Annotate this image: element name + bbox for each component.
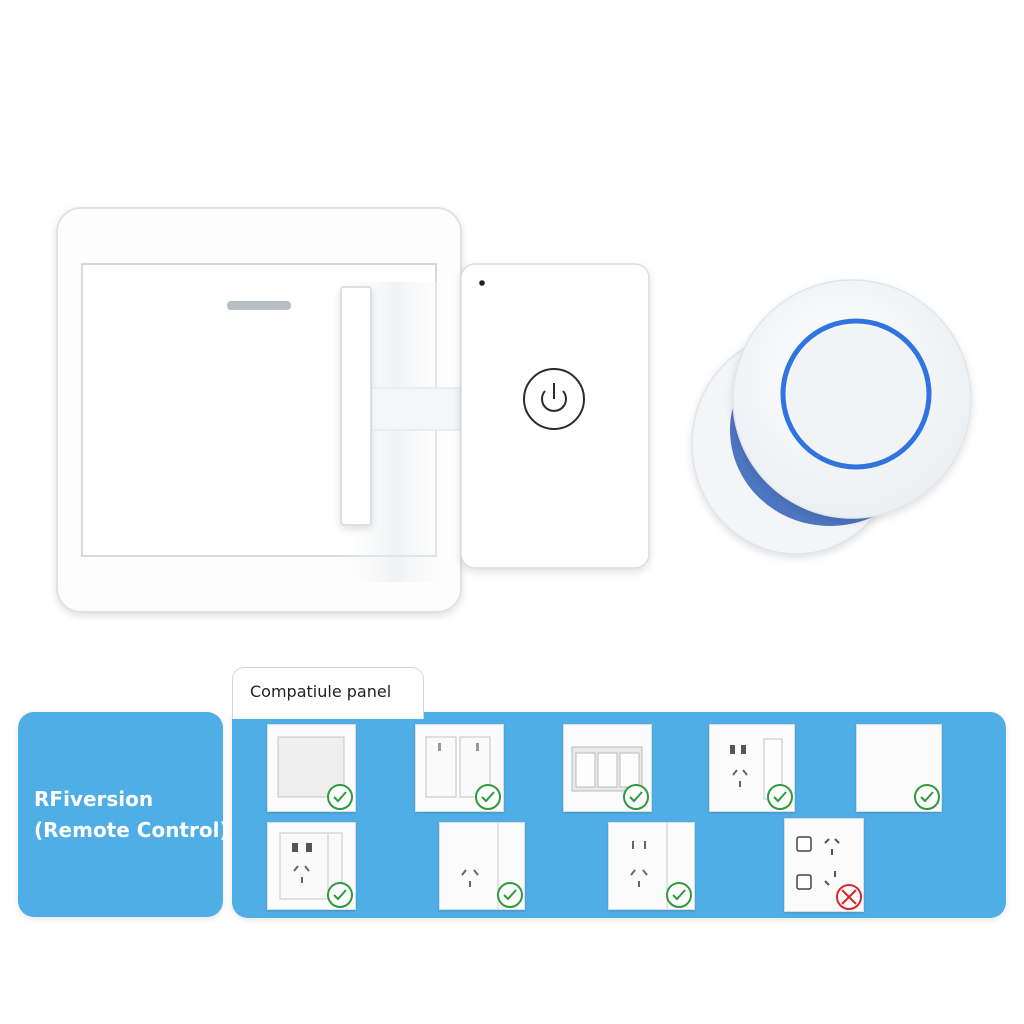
check-icon (475, 784, 501, 810)
panel-blank (856, 724, 942, 812)
check-icon (623, 784, 649, 810)
remote-module (460, 263, 650, 569)
cross-icon (836, 884, 862, 910)
rf-version-line2: (Remote Control) (34, 817, 229, 842)
check-icon (914, 784, 940, 810)
pusher-lever (340, 286, 461, 526)
panel-socket-two-plus-three (608, 822, 695, 910)
rf-version-line1: RFiversion (34, 786, 154, 811)
power-icon (523, 368, 585, 430)
check-icon (327, 784, 353, 810)
panel-socket-with-switch (709, 724, 795, 812)
product-illustration (56, 207, 972, 613)
product-scene (56, 207, 972, 613)
compatible-panel-tab: Compatiule panel (232, 667, 424, 719)
blue-ring-icon (780, 318, 932, 470)
panel-triple-rocker (563, 724, 652, 812)
check-icon (666, 882, 692, 908)
rf-version-title: RFiversion (Remote Control) (34, 784, 229, 846)
panel-double-rocker (415, 724, 504, 812)
round-wireless-button (691, 279, 972, 555)
panel-single-rocker (267, 724, 356, 812)
compatible-panel-label: Compatiule panel (250, 682, 392, 701)
check-icon (327, 882, 353, 908)
panel-five-hole-socket (267, 822, 356, 910)
compatible-panels-grid (232, 712, 1006, 918)
status-led-dot (479, 280, 485, 286)
panel-multi-socket-incompatible (784, 818, 864, 912)
check-icon (767, 784, 793, 810)
indicator-slot (227, 301, 291, 310)
rf-version-card: RFiversion (Remote Control) (18, 712, 229, 917)
check-icon (497, 882, 523, 908)
panel-three-hole-socket-split (439, 822, 525, 910)
